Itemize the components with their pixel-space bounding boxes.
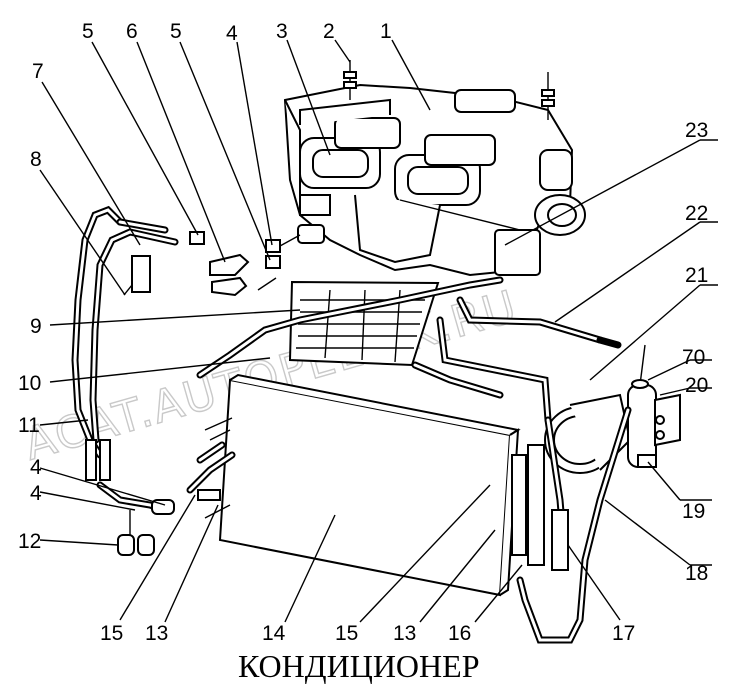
label-15-left: 15: [100, 622, 123, 645]
hose-couplings: [189, 224, 325, 297]
label-13-left: 13: [145, 622, 168, 645]
condenser: [218, 373, 545, 597]
label-12: 12: [18, 530, 41, 553]
label-4-low: 4: [30, 482, 42, 505]
condenser-fittings-left: [186, 417, 236, 519]
label-11: 11: [18, 414, 40, 437]
label-17: 17: [612, 622, 635, 645]
mounting-bolts: [343, 60, 555, 120]
label-13-right: 13: [393, 622, 416, 645]
label-21: 21: [685, 264, 708, 287]
label-7: 7: [32, 60, 44, 83]
evaporator-housing: [283, 83, 586, 277]
label-1: 1: [380, 20, 392, 43]
label-4-mid: 4: [30, 456, 42, 479]
label-3: 3: [276, 20, 288, 43]
diagram-title: КОНДИЦИОНЕР: [238, 648, 479, 684]
drier-fittings: [96, 481, 175, 556]
label-10: 10: [18, 372, 41, 395]
label-2: 2: [323, 20, 335, 43]
label-18: 18: [685, 562, 708, 585]
label-15-right: 15: [335, 622, 358, 645]
leader-lines: [39, 39, 718, 623]
label-16: 16: [448, 622, 471, 645]
label-6: 6: [126, 20, 138, 43]
label-5-left: 5: [82, 20, 94, 43]
compressor: [516, 336, 681, 644]
label-19: 19: [682, 500, 705, 523]
label-9: 9: [30, 315, 42, 338]
label-23: 23: [685, 119, 708, 142]
label-70: 70: [682, 346, 705, 369]
label-14: 14: [262, 622, 286, 645]
label-8: 8: [30, 148, 42, 171]
callout-labels: 1 2 3 4 5 6 5 7 8 9 10 11 4 4 12 15 13 1…: [18, 20, 708, 645]
refrigerant-pipes: [196, 276, 604, 424]
label-4-top: 4: [226, 22, 238, 45]
label-5-right: 5: [170, 20, 182, 43]
label-20: 20: [685, 374, 708, 397]
label-22: 22: [685, 202, 708, 225]
